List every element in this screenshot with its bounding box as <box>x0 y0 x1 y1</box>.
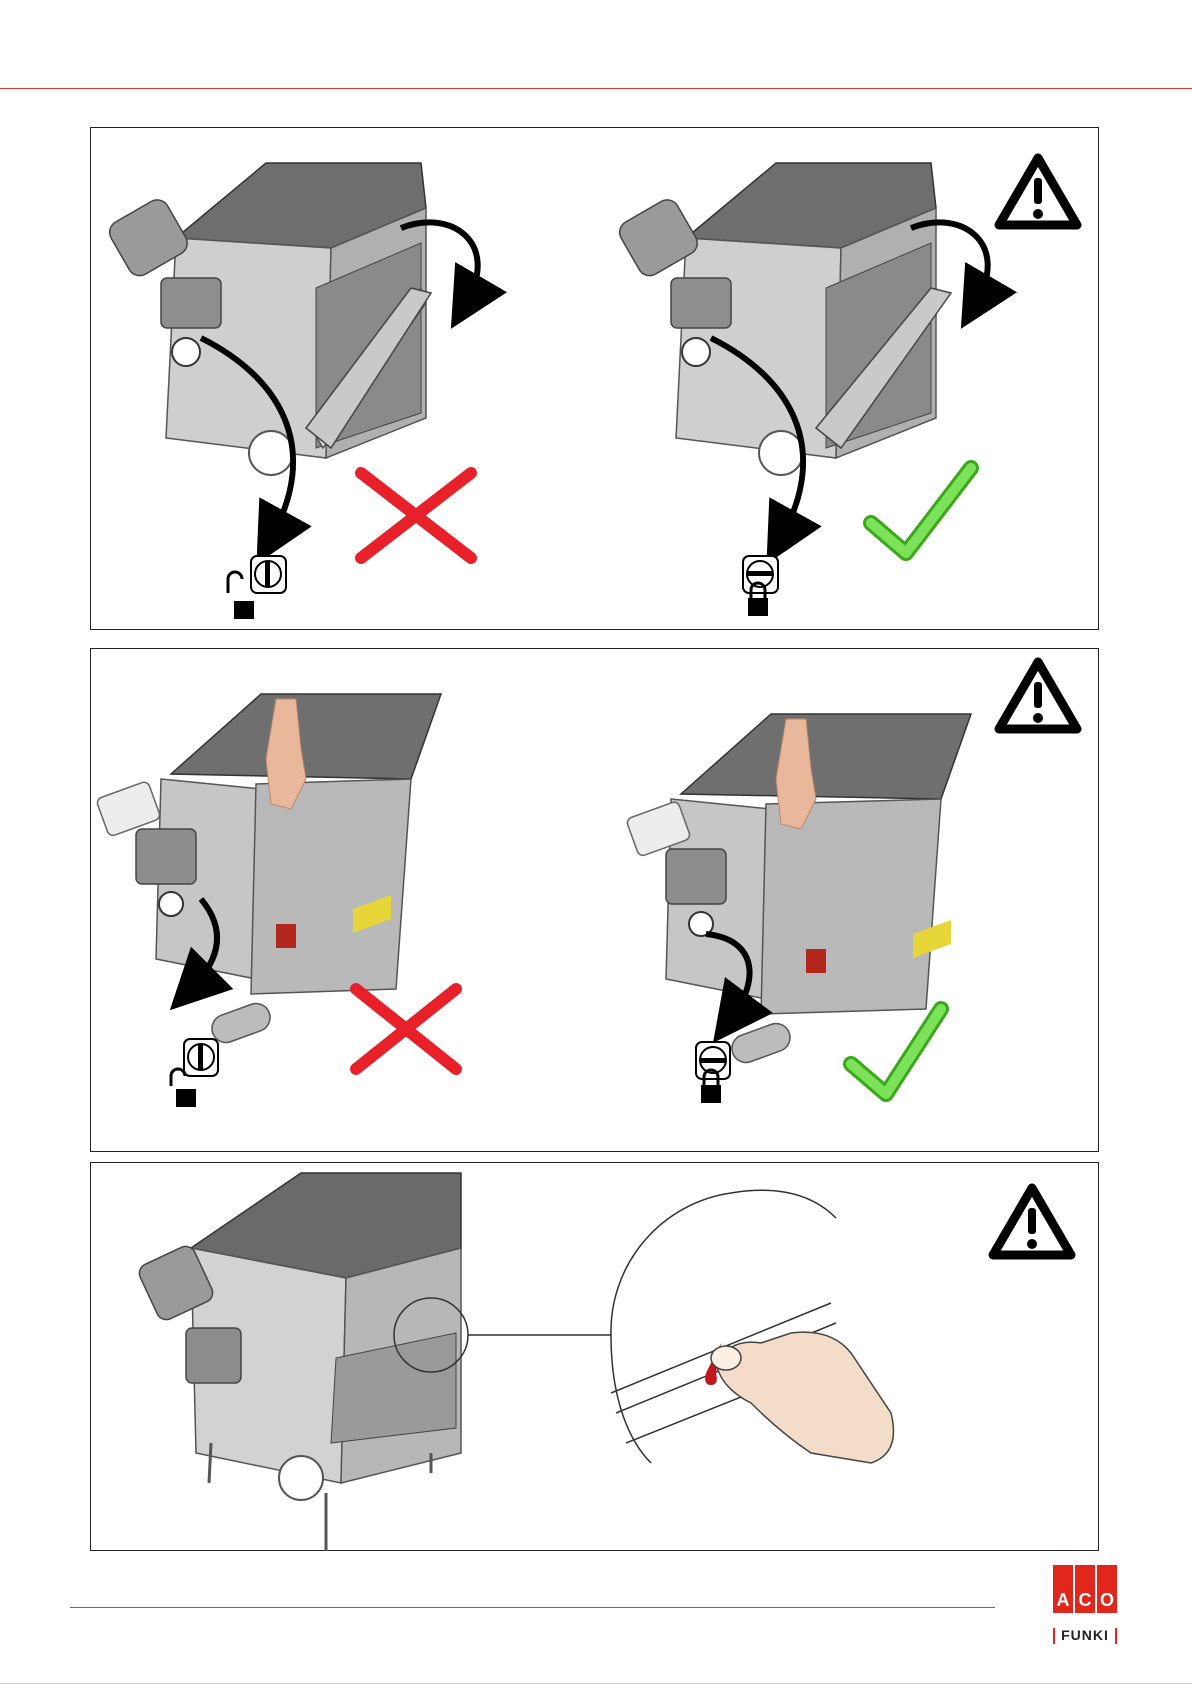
header-rule <box>0 88 1192 89</box>
page-edge-rule <box>0 1683 1192 1684</box>
machine-left-illustration <box>105 163 431 475</box>
panel-hand-in-hopper <box>90 648 1099 1152</box>
panel-open-lid <box>90 127 1099 630</box>
footer-rule <box>70 1607 995 1608</box>
main-switch-locked-icon <box>696 1042 730 1103</box>
logo-letter: A <box>1057 1590 1070 1611</box>
panel-sharp-knife <box>90 1162 1099 1551</box>
detail-circle-illustration <box>611 1190 894 1463</box>
warning-icon <box>999 662 1077 729</box>
main-switch-locked-icon <box>743 556 778 616</box>
machine-illustration <box>136 1173 468 1551</box>
main-switch-unlocked-icon <box>171 1039 218 1107</box>
check-icon <box>871 468 971 553</box>
warning-icon <box>999 158 1077 225</box>
warning-icon <box>993 1188 1071 1255</box>
cross-icon <box>356 989 456 1069</box>
logo-subtitle: FUNKI <box>1053 1627 1117 1643</box>
logo-letter: O <box>1100 1590 1114 1611</box>
cross-icon <box>361 473 471 558</box>
logo-letter: C <box>1079 1590 1092 1611</box>
machine-right-illustration <box>615 163 951 475</box>
aco-funki-logo: A C O FUNKI <box>1053 1565 1117 1675</box>
main-switch-unlocked-icon <box>228 556 286 619</box>
check-icon <box>851 1009 941 1094</box>
